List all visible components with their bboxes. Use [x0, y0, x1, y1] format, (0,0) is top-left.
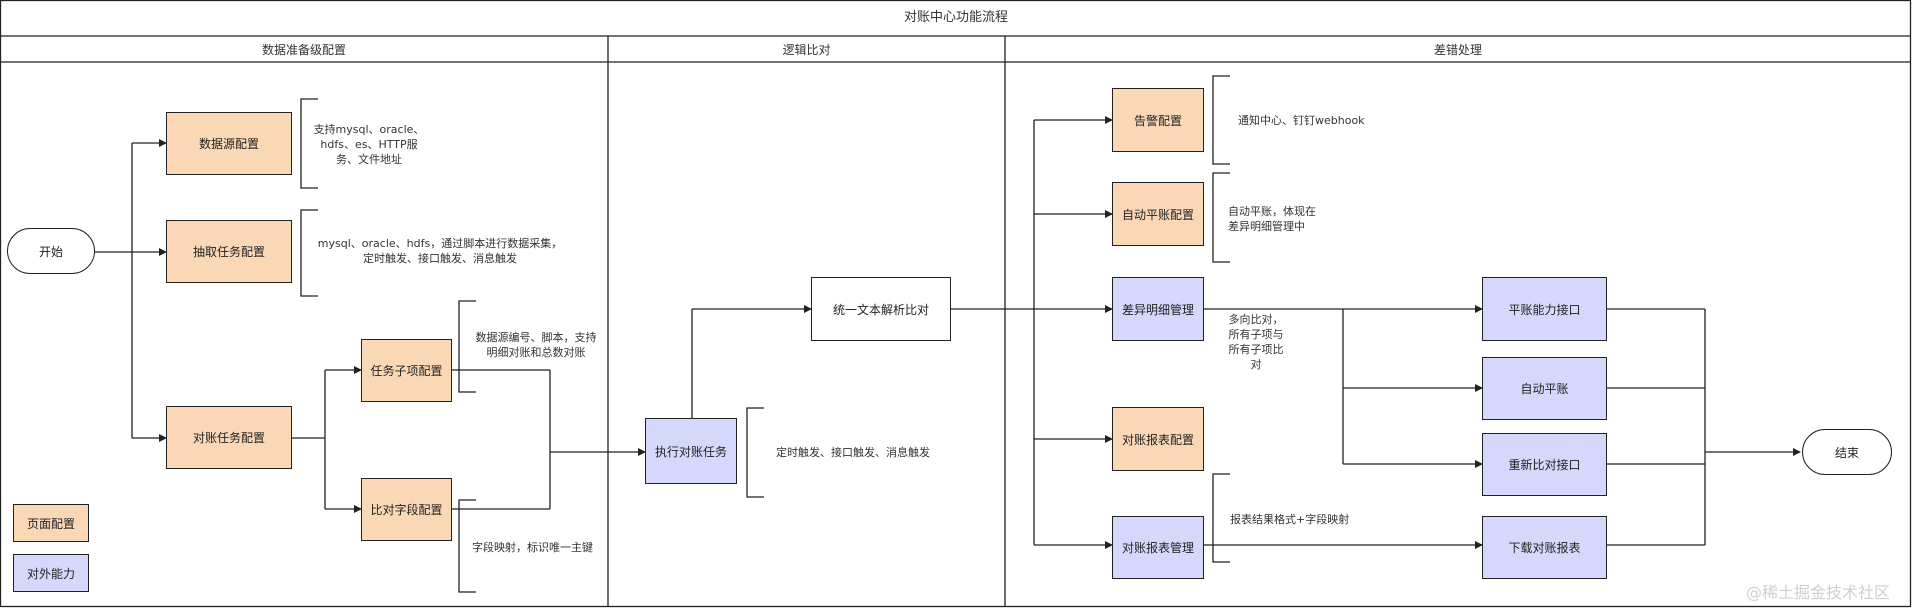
alert-note: 通知中心、钉钉webhook — [1238, 113, 1438, 128]
auto-balance-note: 自动平账，体现在 差异明细管理中 — [1228, 204, 1358, 234]
diff-detail-mgmt-node: 差异明细管理 — [1112, 277, 1204, 341]
compare-field-bracket — [458, 499, 476, 593]
extract-note-line: 定时触发、接口触发、消息触发 — [363, 252, 517, 265]
report-mgmt-note-line: 报表结果格式+字段映射 — [1230, 513, 1350, 526]
execute-to-parse-connectors — [691, 305, 812, 418]
subitem-note: 数据源编号、脚本，支持 明细对账和总数对账 — [466, 330, 606, 360]
annotation-brackets — [300, 75, 1230, 593]
auto-balance-note-line: 差异明细管理中 — [1228, 220, 1305, 233]
compare-field-config-node: 比对字段配置 — [361, 478, 452, 541]
auto-balance-note-line: 自动平账，体现在 — [1228, 205, 1316, 218]
execute-note: 定时触发、接口触发、消息触发 — [776, 445, 976, 460]
balance-api-node: 平账能力接口 — [1482, 277, 1607, 341]
auto-balance-node: 自动平账 — [1482, 357, 1607, 420]
alert-bracket — [1212, 75, 1230, 165]
compare-field-note-line: 字段映射，标识唯一主键 — [472, 541, 593, 554]
subitem-note-line: 明细对账和总数对账 — [486, 346, 586, 359]
recompare-api-node: 重新比对接口 — [1482, 433, 1607, 496]
recon-task-config-node: 对账任务配置 — [166, 406, 292, 469]
start-connectors — [95, 139, 167, 442]
task-subitem-config-node: 任务子项配置 — [361, 339, 452, 402]
datasource-config-node: 数据源配置 — [166, 112, 292, 175]
datasource-note-line: 支持mysql、oracle、 — [313, 123, 425, 136]
extract-note: mysql、oracle、hdfs，通过脚本进行数据采集， 定时触发、接口触发、… — [306, 236, 574, 266]
auto-balance-bracket — [1212, 172, 1230, 263]
report-mgmt-bracket — [1212, 473, 1230, 563]
download-report-node: 下载对账报表 — [1482, 516, 1607, 579]
capabilities-to-end-connectors — [1607, 308, 1801, 546]
lane-header-data-prep: 数据准备级配置 — [261, 43, 346, 57]
parse-fanout-connectors — [951, 116, 1113, 549]
extract-task-config-node: 抽取任务配置 — [166, 220, 292, 283]
datasource-bracket — [300, 98, 318, 189]
unified-text-parse-node: 统一文本解析比对 — [811, 277, 951, 341]
datasource-note-line: hdfs、es、HTTP服 — [320, 138, 418, 151]
alert-config-node: 告警配置 — [1112, 88, 1204, 152]
report-mgmt-note: 报表结果格式+字段映射 — [1230, 512, 1400, 527]
diagram-title: 对账中心功能流程 — [903, 10, 1008, 25]
compare-field-note: 字段映射，标识唯一主键 — [472, 540, 608, 555]
start-node: 开始 — [7, 228, 95, 274]
diff-detail-note-line: 对 — [1250, 358, 1262, 371]
subitem-bracket — [458, 300, 476, 393]
diff-detail-note-line: 所有子项比 — [1228, 343, 1284, 356]
extract-bracket — [300, 209, 318, 297]
extract-note-line: mysql、oracle、hdfs，通过脚本进行数据采集， — [317, 237, 563, 250]
diff-detail-note-line: 多向比对， — [1228, 313, 1284, 326]
subitem-to-execute-connectors — [452, 369, 646, 510]
execute-recon-task-node: 执行对账任务 — [645, 418, 737, 484]
recon-report-config-node: 对账报表配置 — [1112, 407, 1204, 471]
lane-header-error-handling: 差错处理 — [1433, 43, 1482, 57]
end-node: 结束 — [1802, 429, 1892, 475]
diff-detail-note-line: 所有子项与 — [1228, 328, 1284, 341]
recon-task-connectors — [292, 366, 362, 513]
subitem-note-line: 数据源编号、脚本，支持 — [475, 331, 597, 344]
auto-balance-config-node: 自动平账配置 — [1112, 182, 1204, 246]
datasource-note: 支持mysql、oracle、 hdfs、es、HTTP服 务、文件地址 — [306, 122, 432, 167]
execute-bracket — [746, 407, 764, 498]
execute-note-line: 定时触发、接口触发、消息触发 — [776, 446, 930, 459]
legend-page-config: 页面配置 — [13, 504, 89, 542]
watermark: @稀土掘金技术社区 — [1745, 583, 1890, 602]
diff-detail-connectors — [1204, 305, 1483, 468]
lane-header-logic-compare: 逻辑比对 — [782, 43, 831, 57]
alert-note-line: 通知中心、钉钉webhook — [1238, 114, 1365, 127]
datasource-note-line: 务、文件地址 — [336, 153, 402, 166]
recon-report-mgmt-node: 对账报表管理 — [1112, 516, 1204, 579]
legend-external-capability: 对外能力 — [13, 554, 89, 592]
diff-detail-note: 多向比对， 所有子项与 所有子项比 对 — [1218, 312, 1294, 372]
